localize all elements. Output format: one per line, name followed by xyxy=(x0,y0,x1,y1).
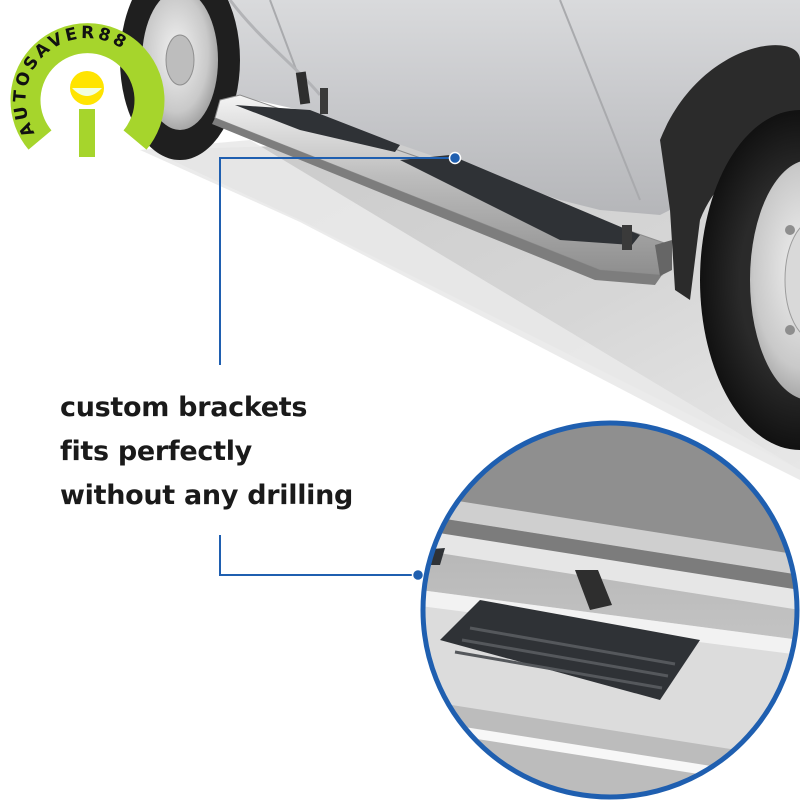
body-crease xyxy=(228,0,322,96)
step-pad-closeup xyxy=(440,600,700,700)
step-pad xyxy=(400,155,640,245)
caption-line: without any drilling xyxy=(60,480,354,511)
logo-text: AUTOSAVER88 xyxy=(10,23,132,140)
step-pad xyxy=(235,105,400,152)
logo-stem xyxy=(79,109,95,157)
logo-ring xyxy=(10,23,165,150)
callout-connector xyxy=(219,151,462,582)
caption-line: fits perfectly xyxy=(60,436,252,467)
truck-body xyxy=(150,0,800,215)
running-board xyxy=(212,71,672,285)
bracket xyxy=(295,71,311,105)
ground-highlight xyxy=(140,140,800,480)
caption-line: custom brackets xyxy=(60,392,308,423)
brand-logo: AUTOSAVER88 xyxy=(10,23,165,157)
door-seam xyxy=(559,0,641,201)
zoom-circle-border xyxy=(420,420,800,800)
feature-caption: custom brackets fits perfectly without a… xyxy=(60,386,420,518)
zoom-inset xyxy=(420,420,800,800)
bracket-closeup xyxy=(575,570,612,610)
callout-dot xyxy=(448,151,462,165)
bracket xyxy=(320,88,328,114)
bracket xyxy=(622,225,632,250)
rear-wheel xyxy=(700,110,800,450)
callout-dot xyxy=(411,568,425,582)
